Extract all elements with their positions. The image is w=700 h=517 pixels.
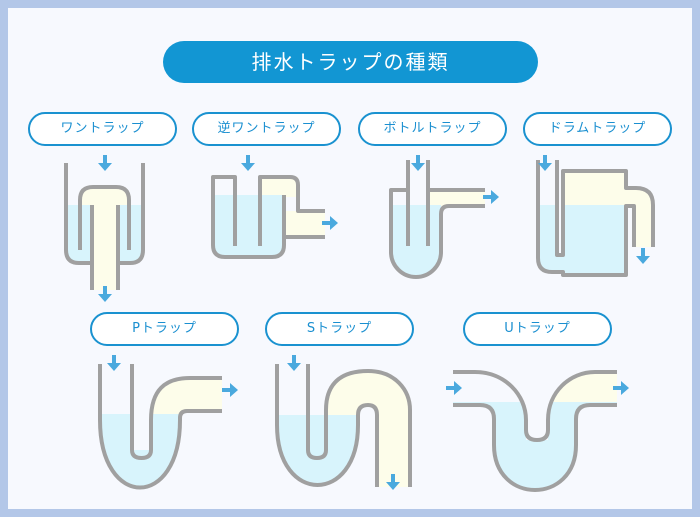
water-seal bbox=[391, 205, 441, 277]
lower-pipe-outline bbox=[453, 403, 617, 492]
outer-outline bbox=[211, 175, 325, 259]
pipe-outline bbox=[90, 205, 120, 263]
flow-in-arrow-icon bbox=[538, 155, 552, 171]
page-title: 排水トラップの種類 bbox=[163, 41, 538, 83]
drum-outline bbox=[536, 160, 655, 277]
bell-outline bbox=[78, 185, 131, 250]
body-outline bbox=[389, 188, 485, 279]
flow-out-arrow-icon bbox=[98, 286, 112, 302]
upper-pipe-outline bbox=[453, 370, 617, 442]
flow-in-arrow-icon bbox=[411, 155, 425, 171]
flow-in-arrow-icon bbox=[446, 381, 462, 395]
water-seal bbox=[100, 414, 222, 488]
s-trap-diagram bbox=[275, 355, 412, 490]
flow-in-arrow-icon bbox=[287, 355, 301, 371]
label-p-trap: Pトラップ bbox=[90, 312, 239, 346]
water-seal bbox=[538, 205, 626, 275]
outer-pipe-outline bbox=[275, 364, 379, 487]
label-drum-trap: ドラムトラップ bbox=[523, 112, 672, 146]
inner-pipe-outline bbox=[306, 364, 412, 487]
label-s-trap: Sトラップ bbox=[265, 312, 414, 346]
air-space bbox=[563, 171, 626, 205]
outlet-air bbox=[428, 190, 485, 206]
water-seal bbox=[213, 195, 284, 257]
label-u-trap: Uトラップ bbox=[463, 312, 612, 346]
p-trap-diagram bbox=[98, 355, 238, 490]
wan-trap-diagram bbox=[64, 155, 145, 302]
flow-out-arrow-icon bbox=[613, 381, 629, 395]
u-trap-diagram bbox=[446, 370, 629, 492]
drain-pipe-air bbox=[94, 188, 116, 290]
outlet-air bbox=[284, 211, 325, 237]
flow-out-arrow-icon bbox=[483, 190, 499, 204]
inlet-pipe-outline bbox=[406, 160, 430, 246]
inner-pipe-outline bbox=[130, 364, 222, 460]
label-wan-trap: ワントラップ bbox=[28, 112, 177, 146]
flow-out-arrow-icon bbox=[222, 383, 238, 397]
label-bottle-trap: ボトルトラップ bbox=[358, 112, 507, 146]
water-seal bbox=[453, 402, 617, 490]
label-reverse-wan-trap: 逆ワントラップ bbox=[192, 112, 341, 146]
air-space bbox=[260, 177, 298, 197]
cup-outline bbox=[64, 163, 145, 290]
outlet-air bbox=[151, 378, 222, 420]
flow-in-arrow-icon bbox=[107, 355, 121, 371]
reverse-wan-trap-diagram bbox=[211, 155, 338, 259]
flow-out-arrow-icon bbox=[322, 216, 338, 230]
cover-outline bbox=[258, 175, 325, 246]
outlet-air bbox=[626, 188, 653, 247]
bottle-trap-diagram bbox=[389, 155, 499, 279]
flow-out-arrow-icon bbox=[636, 248, 650, 264]
drum-trap-diagram bbox=[536, 155, 655, 277]
flow-in-arrow-icon bbox=[241, 155, 255, 171]
outer-pipe-outline bbox=[98, 364, 222, 490]
flow-out-arrow-icon bbox=[386, 474, 400, 490]
hump-air bbox=[326, 371, 410, 487]
flow-in-arrow-icon bbox=[98, 155, 112, 171]
